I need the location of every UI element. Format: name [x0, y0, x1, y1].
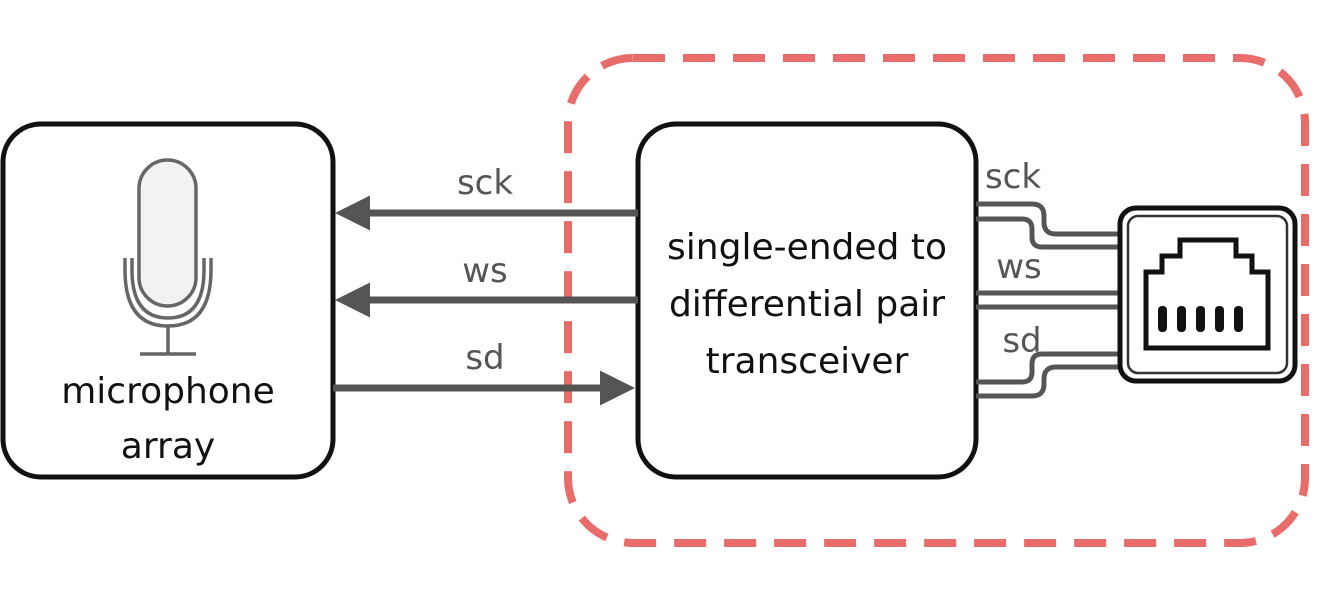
ws-diff-label: ws	[996, 247, 1042, 287]
microphone-label-line2: array	[121, 426, 215, 467]
sck-diff-label: sck	[985, 157, 1041, 197]
sd-diff-label: sd	[1002, 321, 1041, 361]
microphone-array-block: microphone array	[0, 121, 336, 480]
transceiver-label-line1: single-ended to	[667, 227, 947, 268]
ethernet-port-icon	[1117, 205, 1298, 384]
sck-pair-wire-b	[976, 216, 1120, 250]
transceiver-label-line3: transceiver	[706, 341, 909, 382]
single-ended-signals: sck ws sd	[333, 163, 638, 406]
transceiver-block: single-ended to differential pair transc…	[635, 121, 979, 480]
transceiver-label-line2: differential pair	[669, 284, 945, 325]
ws-label: ws	[462, 251, 508, 291]
differential-pairs: sck ws sd	[976, 157, 1120, 399]
sd-label: sd	[465, 338, 504, 378]
microphone-icon	[123, 158, 213, 356]
microphone-label-line1: microphone	[61, 371, 275, 412]
sck-pair-wire-a	[976, 201, 1120, 237]
sd-pair-wire-b	[976, 364, 1120, 399]
sd-pair-wire-a	[976, 351, 1120, 385]
sck-label: sck	[457, 163, 513, 203]
